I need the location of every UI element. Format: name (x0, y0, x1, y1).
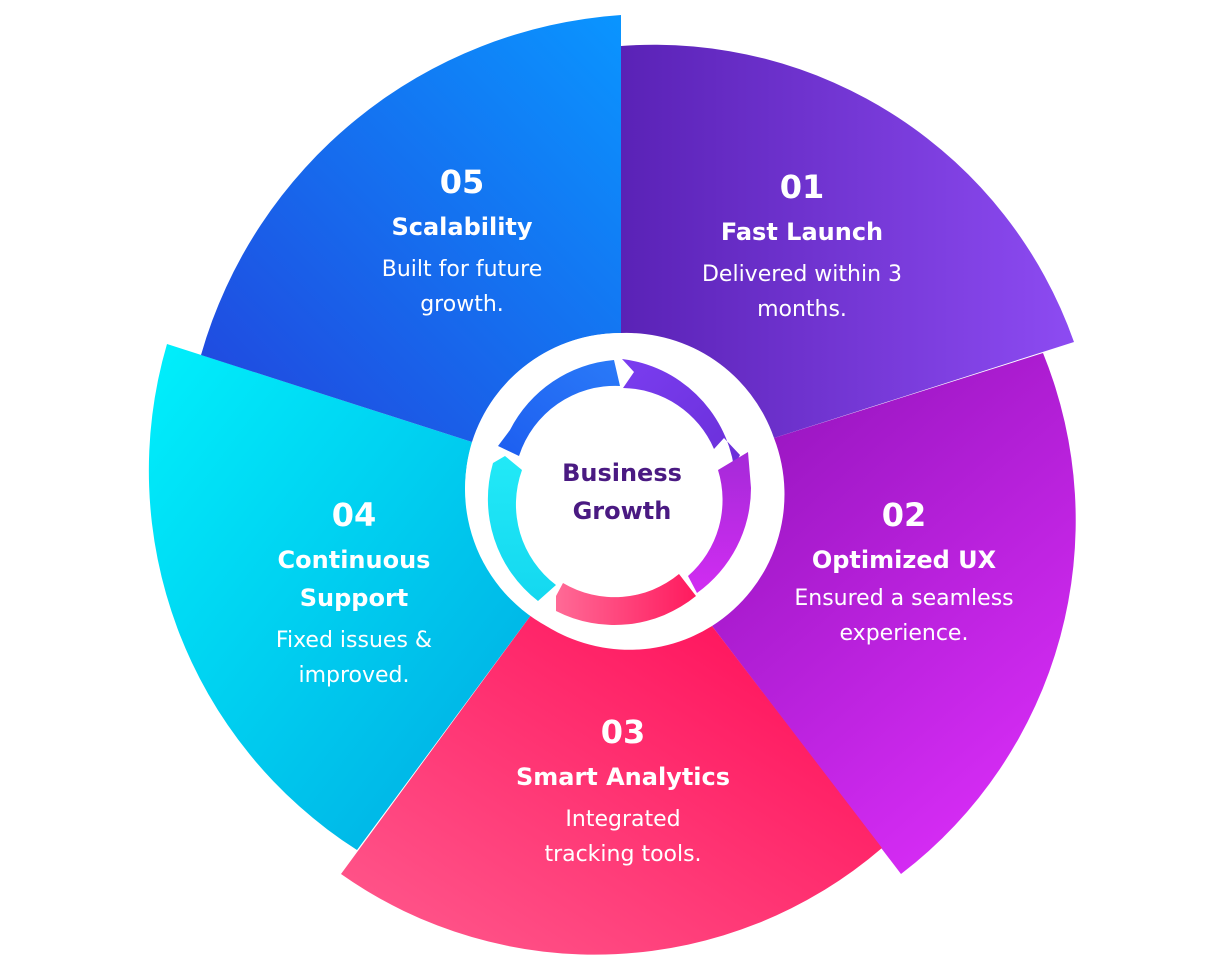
segment-02-text: 02 Optimized UX Ensured a seamless exper… (754, 495, 1054, 651)
segment-04-title-line2: Support (299, 584, 409, 612)
segment-01-desc-line2: months. (757, 297, 847, 322)
segment-03-number: 03 (600, 713, 646, 751)
segment-02-shape (712, 353, 1076, 874)
segment-03-desc-line1: Integrated (565, 807, 681, 832)
segment-01-title: Fast Launch (720, 218, 884, 246)
segment-02-description: Ensured a seamless experience. (754, 581, 1054, 651)
segment-05-number: 05 (439, 163, 485, 201)
segment-04-number: 04 (331, 496, 377, 534)
segment-03-text: 03 Smart Analytics Integrated tracking t… (473, 712, 773, 872)
segment-05-description: Built for future growth. (312, 252, 612, 322)
segment-03-description: Integrated tracking tools. (473, 802, 773, 872)
segment-04-shape (148, 344, 532, 850)
segment-04-title: Continuous Support (204, 541, 504, 617)
segment-01-description: Delivered within 3 months. (652, 257, 952, 327)
segment-02-title: Optimized UX (811, 546, 997, 574)
segment-02-number: 02 (881, 496, 927, 534)
segment-04-description: Fixed issues & improved. (204, 623, 504, 693)
segment-04-title-line1: Continuous (277, 546, 431, 574)
segment-02-desc-line1: Ensured a seamless (794, 586, 1014, 611)
segment-03-desc-line2: tracking tools. (544, 842, 702, 867)
segment-05-title: Scalability (391, 213, 533, 241)
segment-01-desc-line1: Delivered within 3 (701, 262, 903, 287)
segment-01-number: 01 (779, 168, 825, 206)
center-label-line1: Business (562, 459, 682, 487)
center-label: Business Growth (522, 454, 722, 530)
segment-04-text: 04 Continuous Support Fixed issues & imp… (204, 495, 504, 693)
segment-05-text: 05 Scalability Built for future growth. (312, 162, 612, 322)
segment-03-title: Smart Analytics (515, 763, 731, 791)
cycle-arrow-04 (487, 456, 556, 601)
cycle-arrow-03 (556, 574, 696, 626)
segment-05-desc-line1: Built for future (381, 257, 543, 282)
segment-04-desc-line2: improved. (298, 663, 410, 688)
segment-05-desc-line2: growth. (420, 292, 504, 317)
cycle-arrow-05 (498, 360, 620, 456)
segment-03-shape (341, 615, 882, 955)
center-label-line2: Growth (572, 497, 672, 525)
segment-01-text: 01 Fast Launch Delivered within 3 months… (652, 167, 952, 327)
cycle-arrows (487, 359, 751, 626)
segment-05-shape (201, 15, 621, 442)
cycle-arrow-01 (622, 359, 740, 467)
segment-04-desc-line1: Fixed issues & (275, 628, 433, 653)
cycle-arrow-02 (688, 452, 751, 593)
segment-02-desc-line2: experience. (839, 621, 969, 646)
segment-01-shape (621, 44, 1074, 438)
